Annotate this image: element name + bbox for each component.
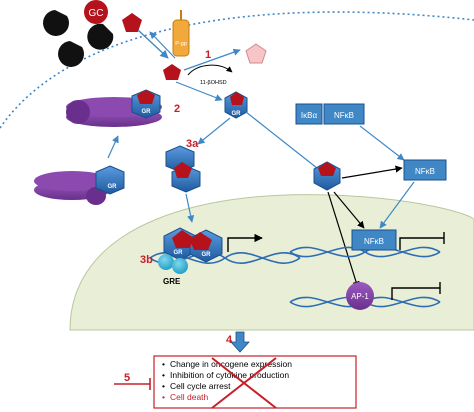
gr-dimer [165,145,201,193]
gre-element [158,254,188,274]
svg-text:•: • [162,381,165,391]
nfkb-cytoplasm: NFκB [403,159,447,181]
svg-text:GR: GR [108,184,118,190]
svg-text:GR: GR [232,111,242,117]
svg-text:AP-1: AP-1 [351,292,369,301]
gc-badge: GC [84,0,108,24]
chaperone-complex-bottom: GR [34,165,125,205]
svg-text:GR: GR [174,250,184,256]
step-4-arrow [230,331,250,353]
ligand-pentagon [122,13,142,32]
outcome-item: Cell cycle arrest [170,381,231,391]
step-4-label: 4 [226,334,233,346]
svg-text:NFκB: NFκB [364,237,384,246]
cell-membrane [0,11,474,129]
nfkb-nuclear: NFκB [351,229,397,251]
nfkb-repression-mark [399,232,445,250]
gr-monomer-right [313,161,341,191]
svg-text:•: • [162,370,165,380]
step-3a-label: 3a [186,138,199,150]
step-5-inhibition [114,378,151,390]
step-2-label: 2 [174,103,180,115]
ap1-factor: AP-1 [346,282,374,310]
hsd-enzyme-label: 11-βOHSD [200,80,227,86]
gc-molecule [43,10,114,67]
dna-helix-nfkb [289,246,441,258]
ap1-repression-mark [391,282,441,300]
svg-text:P-gp: P-gp [175,41,187,47]
svg-text:GR: GR [142,109,152,115]
svg-text:GC: GC [89,8,104,19]
svg-text:GR: GR [202,252,212,258]
nucleus [69,194,474,331]
outcome-list: • Change in oncogene expression • Inhibi… [162,359,292,402]
blocked-cross [211,357,277,409]
step-5-label: 5 [124,372,130,384]
svg-text:IκBα: IκBα [301,111,318,120]
p-gp-transporter: P-gp [172,10,190,57]
ligand-pentagon [163,64,181,80]
transcription-start-arrow [227,233,263,252]
outcomes-box [153,355,357,409]
svg-text:NFκB: NFκB [415,167,435,176]
gr-dimer-bound: GR GR [163,227,223,263]
outcome-item-cell-death: Cell death [170,392,209,402]
inactive-ligand-pentagon [245,43,267,64]
step-3b-label: 3b [140,254,153,266]
gre-label: GRE [163,277,181,286]
chaperone-complex-top: GR [66,89,162,127]
outcome-item: Change in oncogene expression [170,359,292,369]
gr-ligand-complex: GR [224,91,248,119]
svg-text:•: • [162,392,165,402]
svg-text:NFκB: NFκB [334,111,354,120]
ikba-nfkb-complex: IκBα NFκB [295,103,365,125]
step-1-label: 1 [205,49,211,61]
outcome-item: Inhibition of cytokine production [170,370,289,380]
svg-text:•: • [162,359,165,369]
